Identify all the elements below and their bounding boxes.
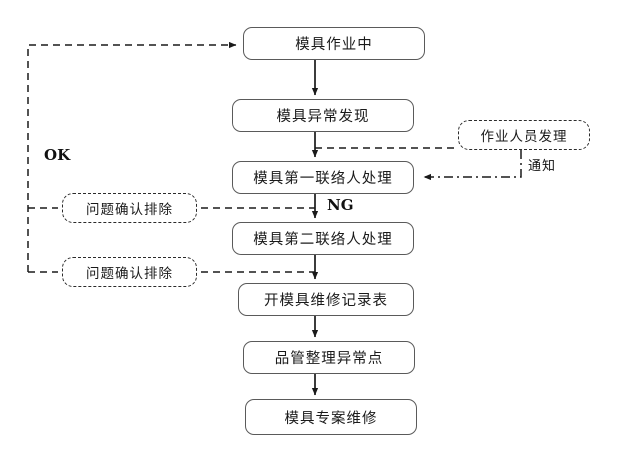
node-label: 品管整理异常点 — [274, 351, 384, 367]
node-operator-handling[interactable]: 作业人员发理 — [458, 120, 590, 150]
node-label: 模具作业中 — [295, 37, 373, 53]
node-label: 模具第二联络人处理 — [253, 232, 393, 248]
node-second-contact-handling[interactable]: 模具第二联络人处理 — [232, 222, 414, 255]
node-label: 问题确认排除 — [86, 266, 173, 282]
node-abnormality-found[interactable]: 模具异常发现 — [232, 99, 414, 132]
label-text: OK — [44, 146, 71, 164]
node-label: 作业人员发理 — [480, 129, 568, 145]
node-mold-project-repair[interactable]: 模具专案维修 — [245, 399, 417, 435]
node-first-contact-handling[interactable]: 模具第一联络人处理 — [232, 161, 414, 194]
node-open-repair-record[interactable]: 开模具维修记录表 — [238, 283, 414, 316]
node-label: 问题确认排除 — [86, 202, 173, 218]
node-label: 模具异常发现 — [276, 109, 370, 125]
label-ng: NG — [327, 196, 354, 214]
node-label: 模具第一联络人处理 — [253, 171, 393, 187]
node-label: 开模具维修记录表 — [264, 293, 388, 309]
node-qc-collate-abnormal-points[interactable]: 品管整理异常点 — [243, 341, 415, 374]
label-text: 通知 — [528, 159, 557, 174]
node-issue-confirmed-resolved-upper[interactable]: 问题确认排除 — [62, 193, 197, 223]
label-notify: 通知 — [528, 155, 556, 174]
node-mold-operating[interactable]: 模具作业中 — [243, 27, 425, 60]
label-text: NG — [327, 196, 354, 214]
node-label: 模具专案维修 — [284, 410, 378, 427]
label-ok: OK — [44, 146, 70, 164]
connector-c11 — [423, 150, 522, 181]
node-issue-confirmed-resolved-lower[interactable]: 问题确认排除 — [62, 257, 197, 287]
